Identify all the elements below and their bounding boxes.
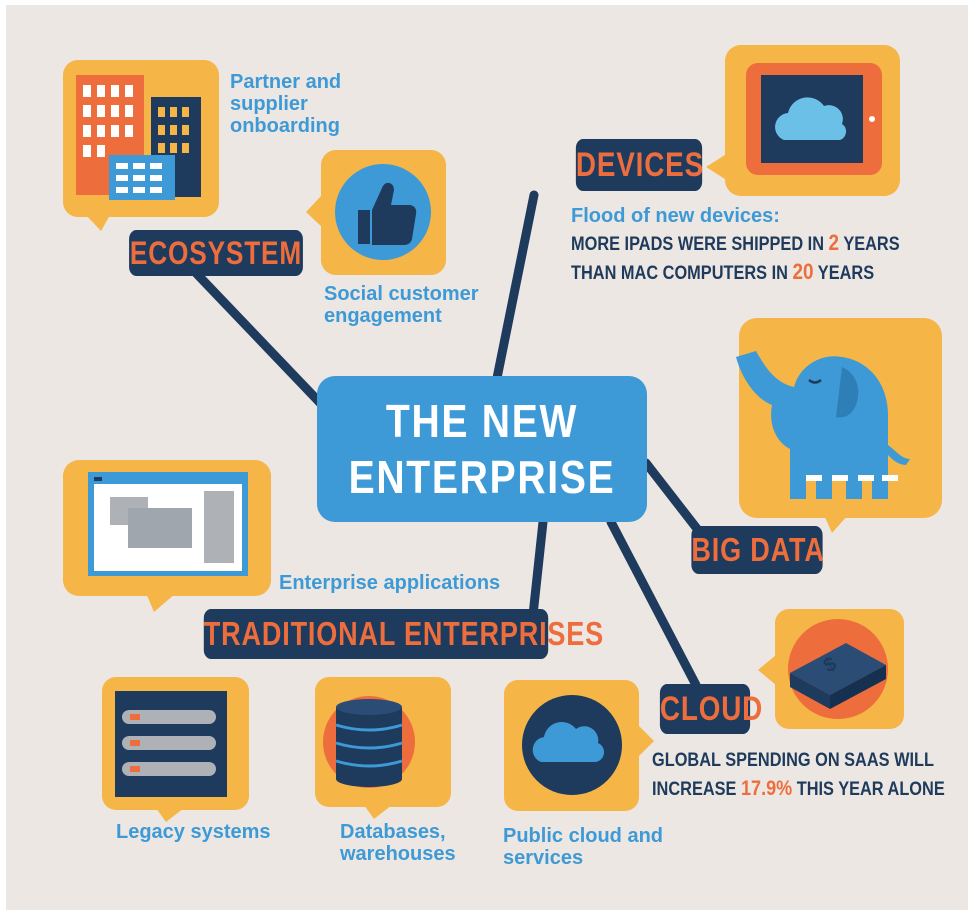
caption-line: warehouses	[340, 843, 456, 865]
center-title-line1: THE NEW	[385, 395, 579, 447]
stat-text: YEARS	[839, 234, 900, 255]
connector-cloud	[606, 517, 701, 690]
caption-line: supplier	[230, 93, 308, 115]
center-title: THE NEW ENTERPRISE	[317, 376, 647, 522]
center-title-line2: ENTERPRISE	[348, 451, 616, 503]
database-icon	[315, 677, 451, 819]
cloud-stat-line1: GLOBAL SPENDING ON SAAS WILL	[652, 750, 935, 771]
caption-partner-onboarding: Partner and supplier onboarding	[230, 71, 341, 137]
caption-line: Databases,	[340, 821, 446, 843]
caption-line: Partner and	[230, 71, 342, 93]
connectors	[191, 190, 703, 690]
label-devices: DEVICES	[575, 139, 703, 191]
label-cloud: CLOUD	[659, 684, 762, 734]
diagram-graphics: $	[63, 45, 942, 822]
stat-number: 17.9%	[740, 777, 793, 800]
label-traditional-enterprises: TRADITIONAL ENTERPRISES	[203, 609, 603, 659]
caption-social-engagement: Social customer engagement	[324, 283, 479, 327]
money-stack-icon: $	[758, 609, 904, 729]
connector-devices	[491, 190, 539, 388]
label-ecosystem: ECOSYSTEM	[129, 230, 303, 276]
infographic: $ THE NEW ENTERPRISE ECOSYSTEM DEVICES B…	[6, 5, 968, 910]
devices-stat-heading: Flood of new devices:	[571, 205, 780, 227]
caption-public-cloud: Public cloud and services	[503, 825, 663, 869]
connector-big-data	[641, 458, 703, 535]
caption-line: services	[503, 847, 584, 869]
stat-text: INCREASE	[652, 779, 741, 800]
caption-line: Public cloud and	[503, 825, 664, 847]
label-big-data: BIG DATA	[691, 526, 824, 574]
stat-text: MORE IPADS WERE SHIPPED IN	[571, 234, 829, 255]
caption-line: onboarding	[230, 115, 340, 137]
caption-enterprise-applications: Enterprise applications	[279, 572, 501, 594]
caption-line: engagement	[324, 305, 442, 327]
stat-text: THAN MAC COMPUTERS IN	[571, 263, 793, 284]
thumbs-up-icon	[306, 150, 446, 275]
cloud-stat-line2: INCREASE 17.9% THIS YEAR ALONE	[652, 775, 945, 804]
server-icon	[102, 677, 249, 822]
caption-legacy-systems: Legacy systems	[116, 821, 271, 843]
elephant-icon	[736, 318, 942, 533]
connector-ecosystem	[191, 268, 329, 412]
stat-text: THIS YEAR ALONE	[792, 779, 945, 800]
connector-traditional	[528, 517, 548, 620]
application-window-icon	[63, 460, 271, 612]
stat-number: 20	[792, 259, 814, 284]
buildings-icon	[63, 60, 219, 231]
caption-databases: Databases, warehouses	[340, 821, 456, 865]
devices-stat-line2: THAN MAC COMPUTERS IN 20 YEARS	[571, 258, 874, 288]
stat-text: YEARS	[813, 263, 875, 284]
devices-stat-line1: MORE IPADS WERE SHIPPED IN 2 YEARS	[571, 229, 900, 259]
tablet-cloud-icon	[706, 45, 900, 196]
cloud-icon	[504, 680, 654, 811]
stat-number: 2	[828, 230, 840, 255]
caption-line: Social customer	[324, 283, 479, 305]
